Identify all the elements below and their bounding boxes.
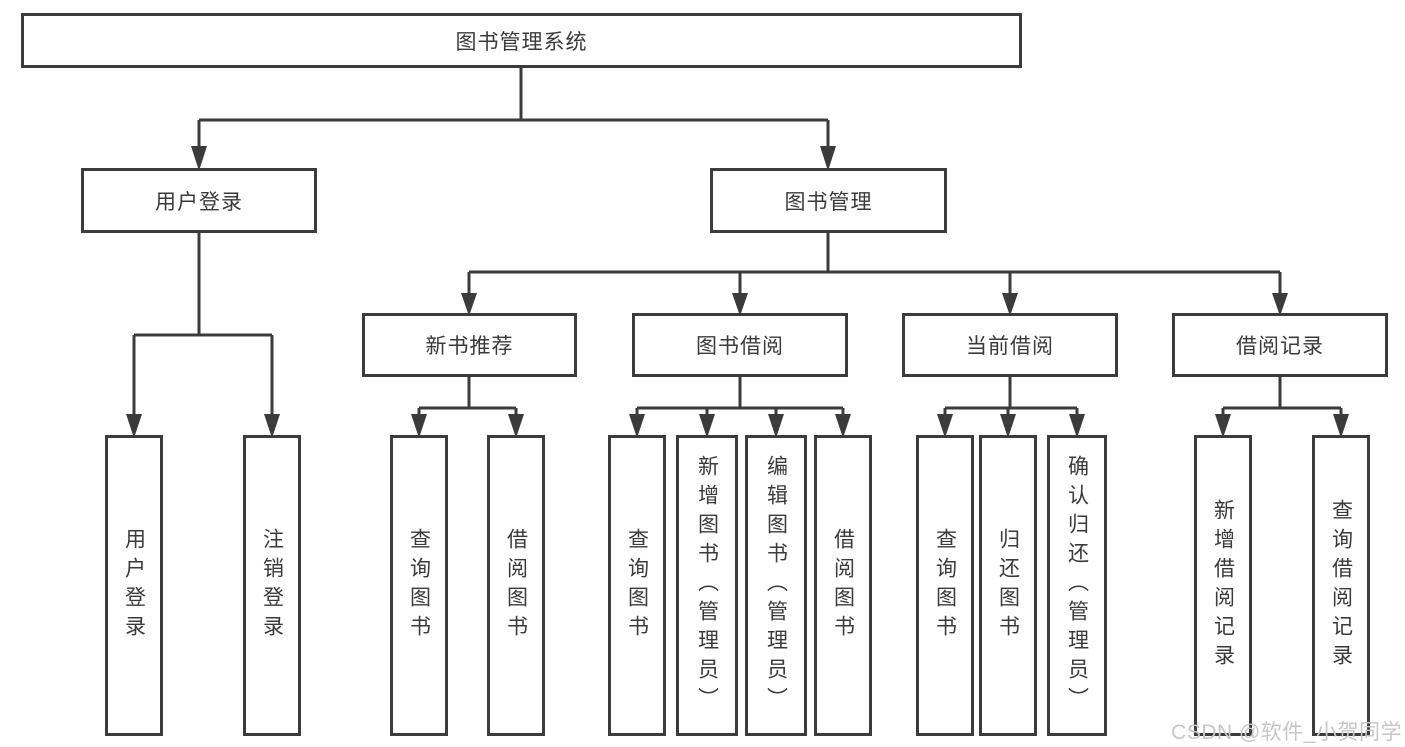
node-label: 用户登录: [122, 527, 146, 644]
node-label: 图书借阅: [696, 335, 784, 358]
node-borrow-records: 借阅记录: [1172, 313, 1388, 377]
leaf-borrow-borrow-books: 借阅图书: [814, 435, 872, 736]
connector-root-to-level2: [191, 68, 836, 171]
node-label: 编辑图书（管理员）: [764, 455, 788, 716]
node-label: 注销登录: [260, 527, 284, 644]
node-label: 确认归还（管理员）: [1065, 455, 1089, 716]
connector-management-to-level3: [461, 233, 1288, 316]
leaf-user-login: 用户登录: [105, 435, 163, 736]
leaf-records-add-record: 新增借阅记录: [1194, 435, 1252, 736]
node-label: 新书推荐: [425, 335, 514, 358]
node-library-management-system: 图书管理系统: [21, 13, 1022, 68]
node-user-login: 用户登录: [81, 168, 317, 233]
node-label: 查询图书: [407, 527, 431, 644]
leaf-records-query-record: 查询借阅记录: [1312, 435, 1370, 736]
leaf-current-return-books: 归还图书: [979, 435, 1037, 736]
leaf-borrow-edit-books-admin: 编辑图书（管理员）: [745, 435, 807, 736]
node-label: 图书管理系统: [455, 30, 588, 54]
node-label: 借阅图书: [831, 527, 855, 644]
leaf-logout: 注销登录: [243, 435, 301, 736]
node-label: 新增图书（管理员）: [695, 455, 719, 716]
connector-login-to-leaves: [126, 233, 280, 438]
connector-recommend-to-leaves: [411, 377, 524, 438]
node-current-borrow: 当前借阅: [902, 313, 1118, 377]
node-book-borrow: 图书借阅: [632, 313, 848, 377]
leaf-recommend-query-books: 查询图书: [390, 435, 448, 736]
node-label: 查询图书: [933, 527, 957, 644]
connector-borrow-to-leaves: [629, 377, 851, 438]
node-label: 当前借阅: [966, 335, 1054, 358]
leaf-recommend-borrow-books: 借阅图书: [487, 435, 545, 736]
csdn-watermark: CSDN @软件_小贺同学: [1171, 721, 1402, 744]
node-label: 查询图书: [625, 527, 649, 644]
leaf-borrow-add-books-admin: 新增图书（管理员）: [676, 435, 738, 736]
leaf-borrow-query-books: 查询图书: [608, 435, 666, 736]
node-label: 新增借阅记录: [1211, 498, 1235, 673]
node-label: 借阅图书: [504, 527, 528, 644]
node-label: 用户登录: [155, 190, 243, 214]
leaf-current-query-books: 查询图书: [916, 435, 974, 736]
node-label: 归还图书: [996, 527, 1020, 644]
node-book-management: 图书管理: [710, 168, 947, 233]
node-label: 图书管理: [784, 190, 873, 214]
node-new-book-recommend: 新书推荐: [362, 313, 577, 377]
leaf-current-confirm-return-admin: 确认归还（管理员）: [1047, 435, 1107, 736]
connector-current-to-leaves: [937, 377, 1085, 438]
node-label: 查询借阅记录: [1329, 498, 1353, 673]
connector-records-to-leaves: [1215, 377, 1349, 438]
node-label: 借阅记录: [1236, 335, 1324, 358]
